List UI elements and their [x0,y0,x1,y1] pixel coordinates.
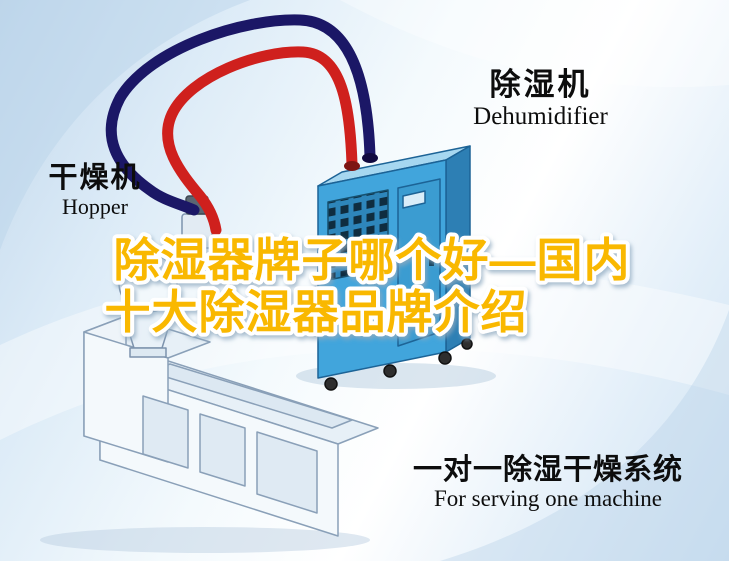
caster-wheel [438,351,452,365]
hopper-label-cn: 干燥机 [48,162,142,194]
background-swoosh-top [340,0,729,88]
hopper-lid [137,251,159,261]
title-line-1: 除湿器牌子哪个好—国内 [114,234,631,286]
door-handle [429,252,434,266]
hopper-flange [129,347,167,358]
pipe-connector-supply [344,161,360,171]
hopper-callout: 干燥机 Hopper [32,162,158,220]
dehumidifier-door [397,178,441,347]
caster-wheel [324,377,338,391]
return-air-pipe [105,14,376,216]
extruder-door-3 [256,431,318,514]
dehumidifier-callout: 除湿机 Dehumidifier [438,67,643,131]
dehumidifier-label-cn: 除湿机 [489,67,592,102]
main-title: 除湿器牌子哪个好—国内 十大除湿器品牌介绍 [101,230,634,342]
system-callout: 一对一除湿干燥系统 For serving one machine [398,454,698,513]
dehumidifier-unit [317,145,473,391]
caster-wheel [383,364,397,378]
background-corner-topleft [0,0,250,250]
extruder-shadow [40,527,370,553]
door-nameplate [402,190,426,209]
dry-air-supply-pipe [162,46,358,236]
extruder-door-1 [142,395,189,469]
air-pipes [105,14,378,236]
dehumidifier-vent-grille [327,189,389,281]
extruder-door-2 [199,413,246,487]
hopper-label-en: Hopper [62,194,128,220]
background-corner-bottomright [440,310,729,561]
system-label-en: For serving one machine [433,486,663,512]
title-line-2: 十大除湿器品牌介绍 [105,286,528,338]
background-swoosh-main [0,262,729,440]
dehumidifier-label-en: Dehumidifier [473,102,608,130]
loader-tube [164,246,199,267]
caster-wheel [461,338,473,350]
hopper-dryer [118,195,213,358]
extruder-machine [83,315,379,537]
system-label-cn: 一对一除湿干燥系统 [412,454,683,486]
pipe-connector-return [362,153,378,163]
